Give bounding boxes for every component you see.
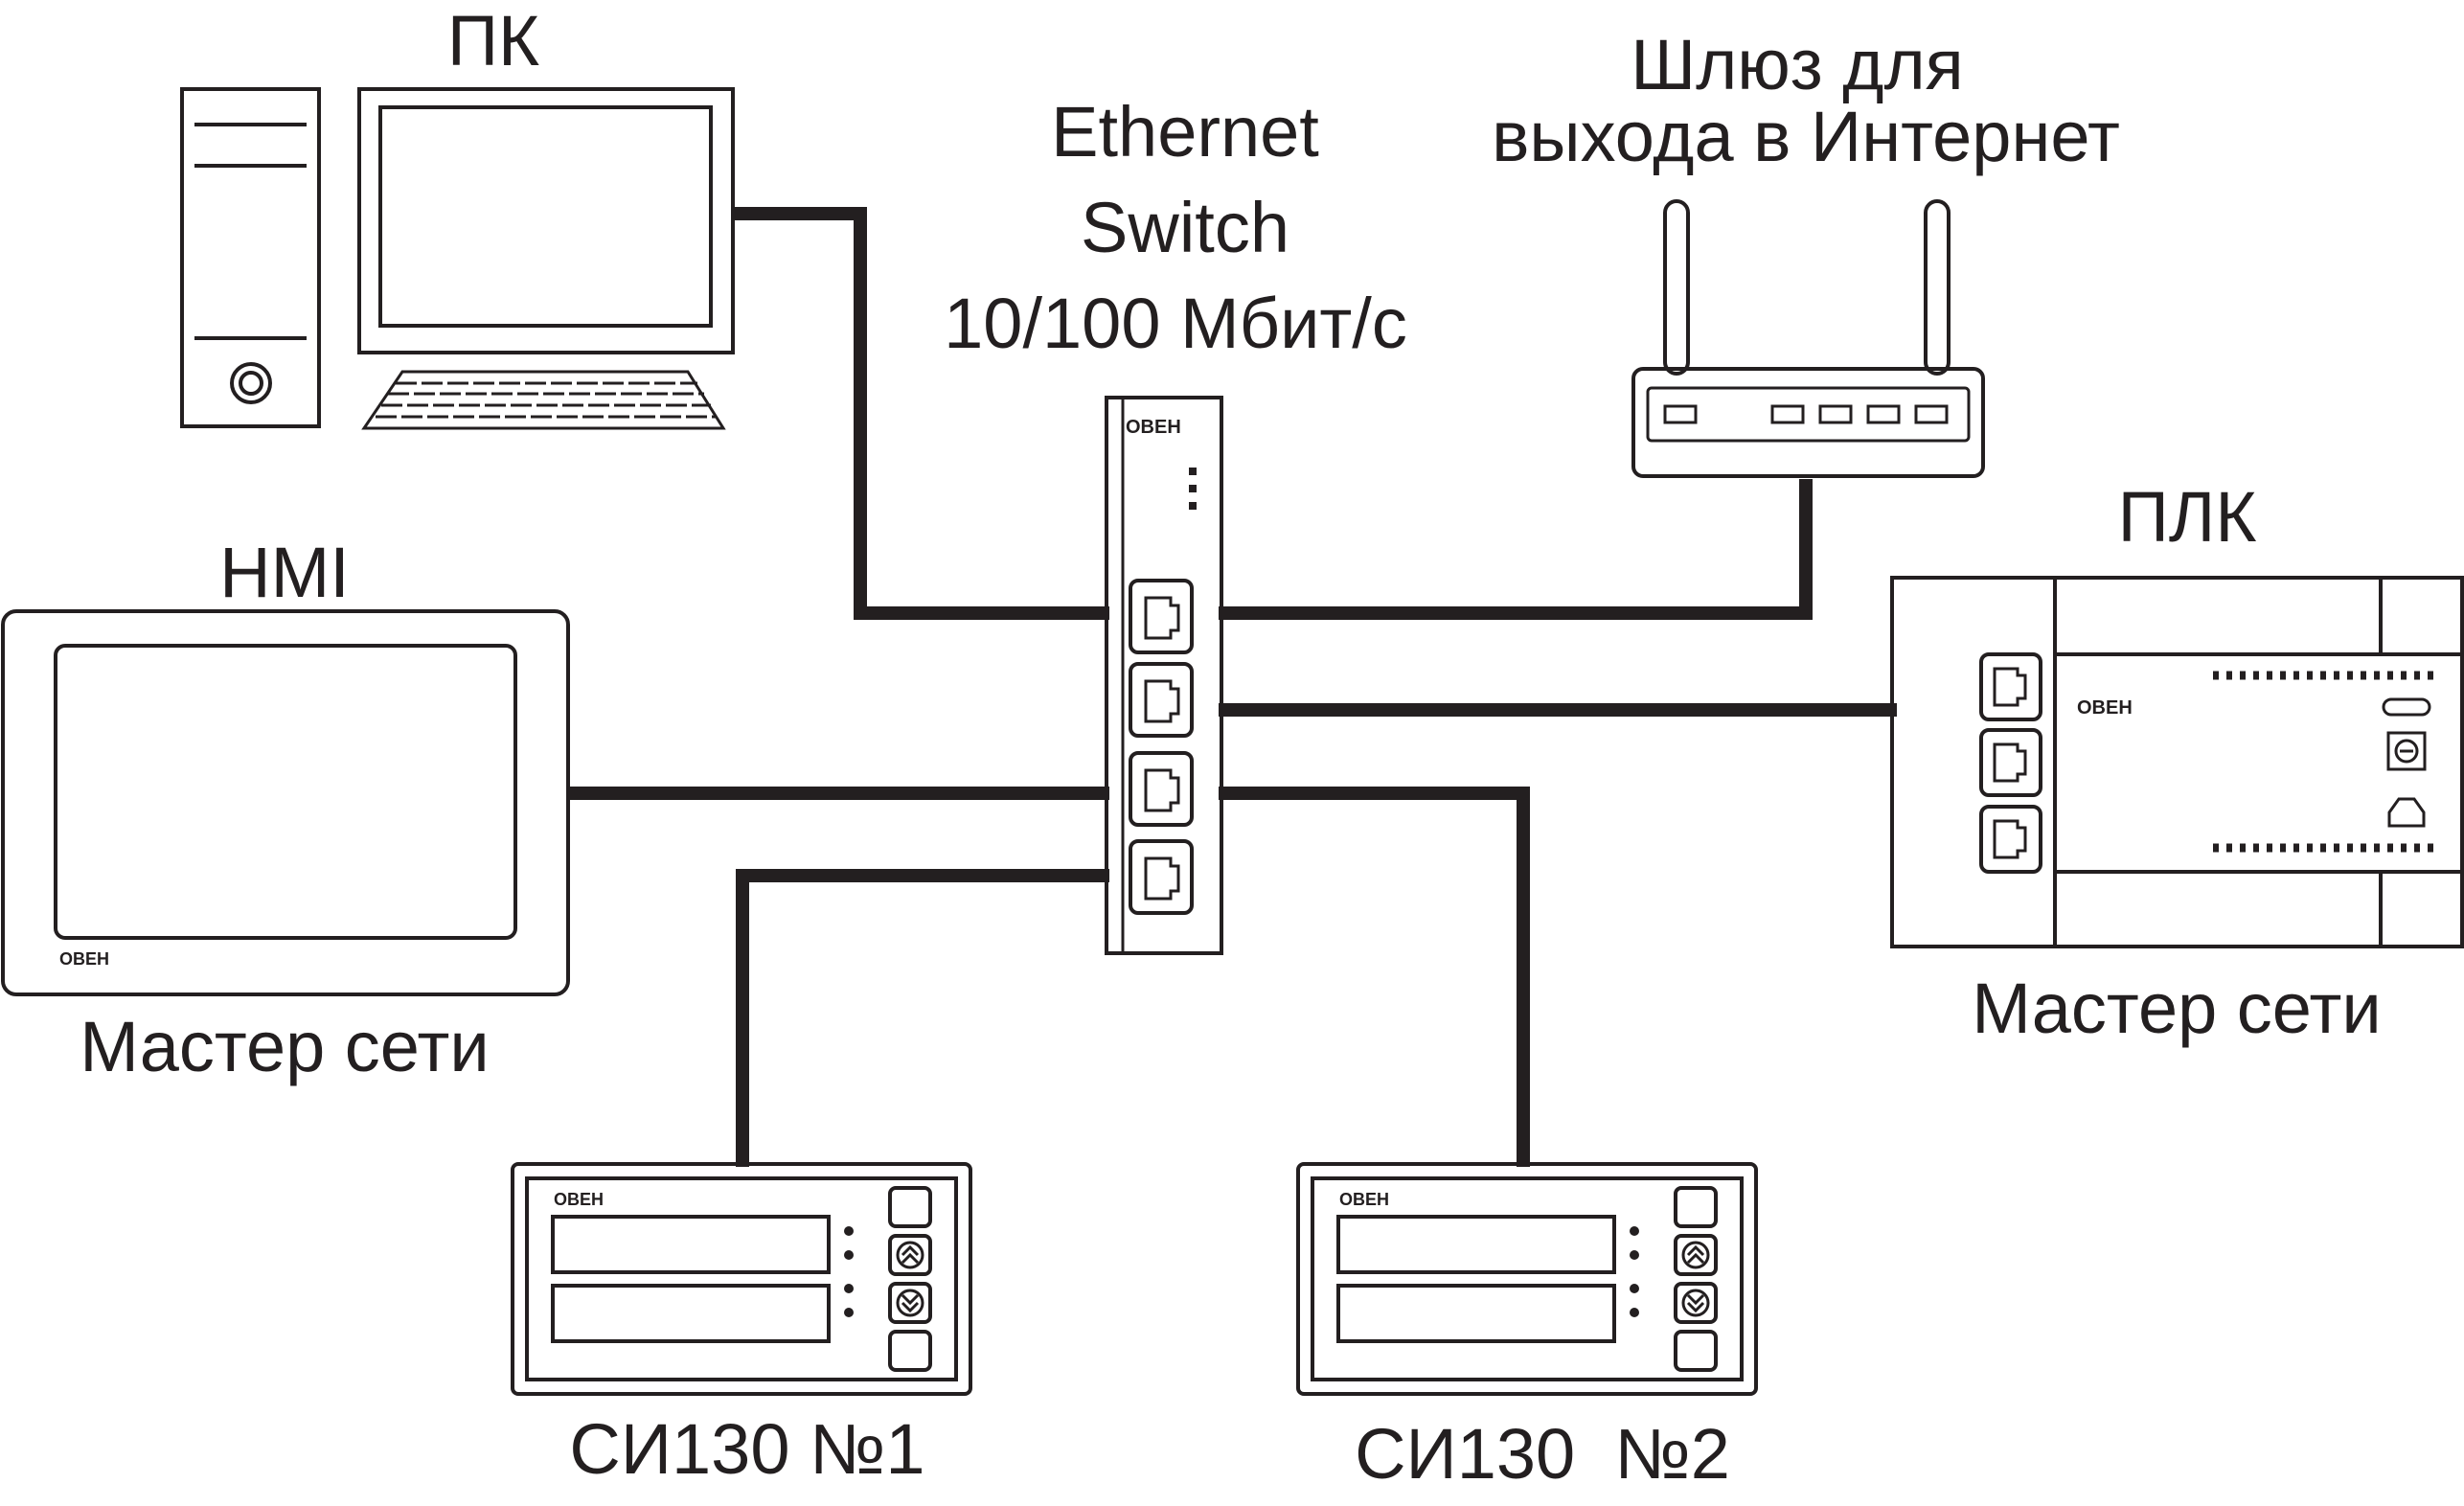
plc-switch-icon xyxy=(2386,731,2427,771)
cables xyxy=(568,207,1897,1167)
gateway-label-line2: выхода в Интернет xyxy=(1492,97,2120,176)
si130-1-display-top xyxy=(551,1215,831,1274)
gateway-port-icon xyxy=(1663,404,1698,424)
si130-1-up-icon xyxy=(888,1234,932,1276)
pc-power-button-icon xyxy=(230,362,272,404)
si130-2-display-top xyxy=(1336,1215,1616,1274)
si130-1-leds xyxy=(844,1226,854,1317)
plc-logo: ОВЕН xyxy=(2077,697,2133,719)
plc-slot-icon xyxy=(2382,697,2431,717)
si130-2-logo: ОВЕН xyxy=(1339,1190,1389,1209)
plc-port-3-icon xyxy=(1979,805,2042,874)
si130-1-bezel xyxy=(511,1162,972,1396)
plc-usb-port-icon xyxy=(2387,797,2426,828)
si130-1-device: ОВЕН СИ130 №1 xyxy=(511,1162,972,1489)
si130-1-display-bottom xyxy=(551,1284,831,1343)
gateway-label-line1: Шлюз для xyxy=(1631,25,1963,104)
switch-port-2-icon xyxy=(1129,662,1194,738)
switch-port-4-icon xyxy=(1129,839,1194,915)
plc-device: ПЛК ОВЕН Мастер сети xyxy=(1890,477,2464,1048)
si130-2-leds xyxy=(1630,1226,1639,1317)
cable-si130-2-to-switch xyxy=(1219,787,1530,1167)
gateway-port-icon xyxy=(1866,404,1901,424)
hmi-body xyxy=(1,609,570,996)
switch-port-1-icon xyxy=(1129,579,1194,654)
pc-device: ПК xyxy=(180,1,735,430)
hmi-label: HMI xyxy=(219,533,350,612)
gateway-body xyxy=(1631,367,1985,478)
switch-logo: ОВЕН xyxy=(1126,417,1181,438)
si130-2-label: СИ130 №2 xyxy=(1355,1414,1730,1494)
hmi-screen xyxy=(54,644,517,940)
cable-pc-to-switch xyxy=(733,207,1109,620)
cable-gateway-to-switch xyxy=(1219,479,1813,620)
switch-label-line2: Switch xyxy=(1081,188,1289,267)
gateway-antenna-right xyxy=(1924,199,1951,376)
pc-keyboard-icon xyxy=(361,370,726,430)
gateway-port-icon xyxy=(1818,404,1853,424)
switch-body xyxy=(1105,396,1223,955)
gateway-antenna-left xyxy=(1663,199,1690,376)
si130-2-button-top xyxy=(1674,1186,1718,1228)
si130-1-button-top xyxy=(888,1186,932,1228)
switch-label-line1: Ethernet xyxy=(1051,92,1319,171)
plc-port-2-icon xyxy=(1979,728,2042,797)
si130-1-button-bottom xyxy=(888,1330,932,1372)
hmi-logo: ОВЕН xyxy=(59,949,109,969)
si130-1-label: СИ130 №1 xyxy=(569,1409,924,1489)
hmi-role-label: Мастер сети xyxy=(80,1007,490,1086)
internet-gateway: Шлюз для выхода в Интернет xyxy=(1492,25,2120,478)
gateway-port-icon xyxy=(1770,404,1805,424)
switch-led-indicators xyxy=(1189,468,1197,510)
si130-2-up-icon xyxy=(1674,1234,1718,1276)
si130-2-button-bottom xyxy=(1674,1330,1718,1372)
plc-body xyxy=(1890,576,2464,948)
cable-si130-1-to-switch xyxy=(736,869,1109,1167)
si130-2-display-bottom xyxy=(1336,1284,1616,1343)
si130-1-logo: ОВЕН xyxy=(554,1190,604,1209)
si130-2-device: ОВЕН СИ130 №2 xyxy=(1296,1162,1758,1494)
pc-label: ПК xyxy=(447,1,539,80)
ethernet-switch: Ethernet Switch 10/100 Мбит/с ОВЕН xyxy=(944,92,1407,955)
gateway-port-icon xyxy=(1914,404,1949,424)
plc-role-label: Мастер сети xyxy=(1972,969,2382,1048)
si130-1-down-icon xyxy=(888,1282,932,1324)
pc-monitor xyxy=(357,87,735,354)
switch-port-3-icon xyxy=(1129,751,1194,827)
si130-2-bezel xyxy=(1296,1162,1758,1396)
switch-label-line3: 10/100 Мбит/с xyxy=(944,284,1407,363)
si130-2-down-icon xyxy=(1674,1282,1718,1324)
plc-port-1-icon xyxy=(1979,652,2042,721)
pc-tower xyxy=(180,87,321,428)
plc-label: ПЛК xyxy=(2118,477,2257,557)
hmi-device: HMI ОВЕН Мастер сети xyxy=(1,533,570,1086)
pc-monitor-screen xyxy=(378,105,713,328)
